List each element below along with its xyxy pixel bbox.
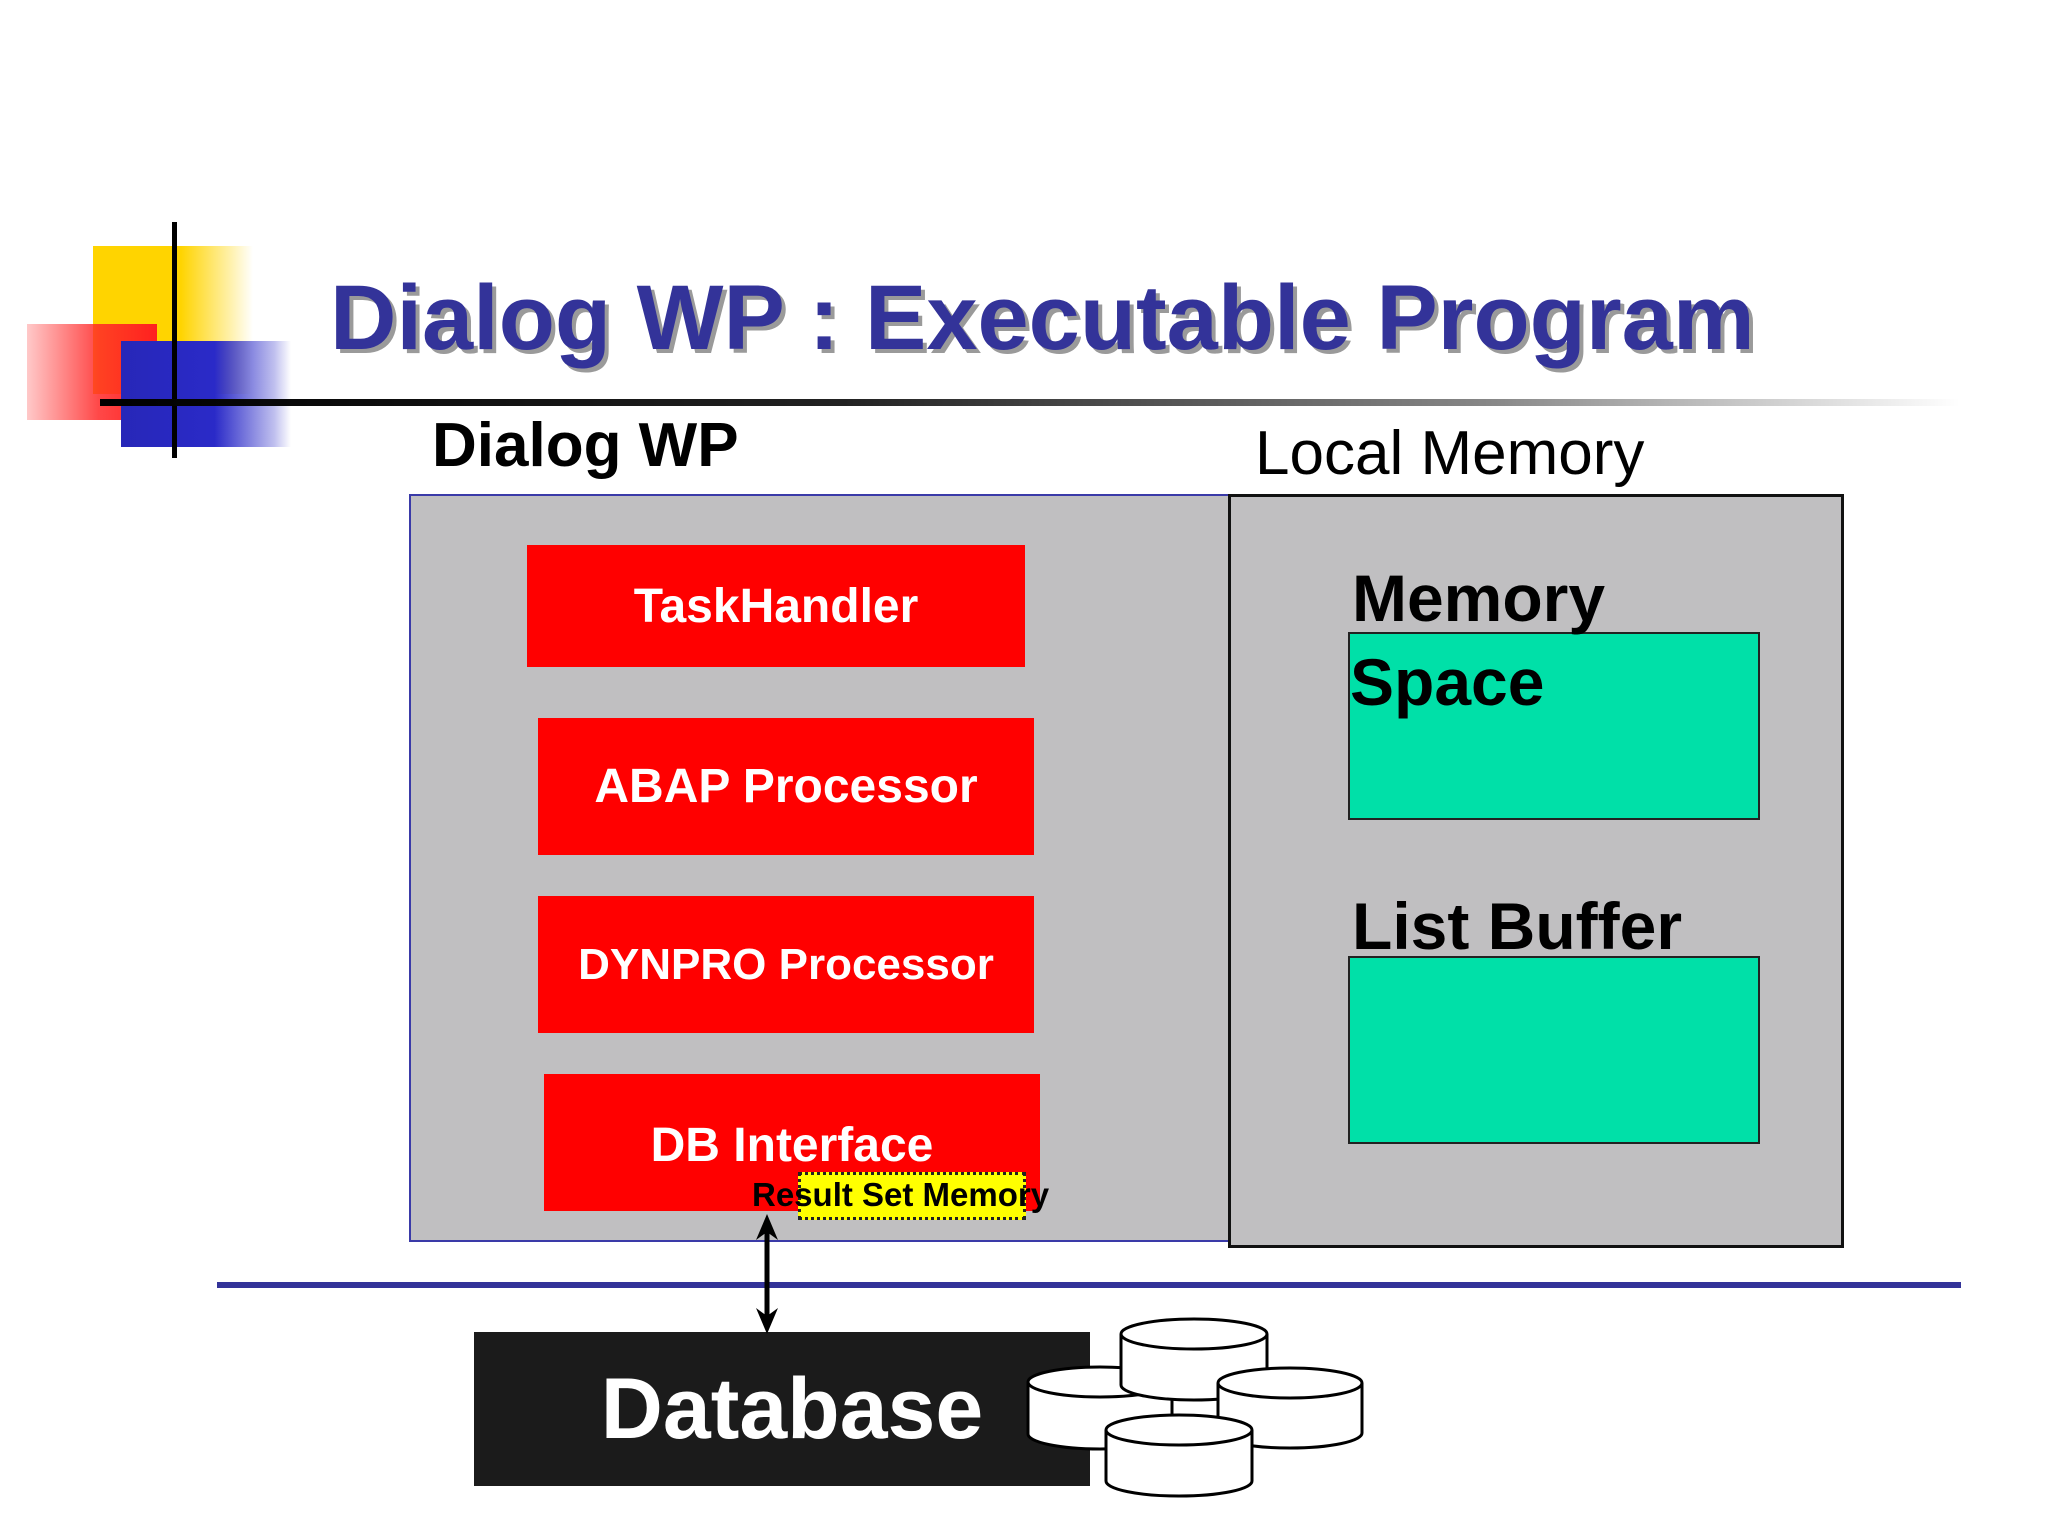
bidirectional-arrow-icon — [756, 1214, 778, 1334]
result-set-memory-box — [798, 1172, 1026, 1220]
horizontal-divider — [217, 1282, 1961, 1288]
cylinder-icon — [1104, 1413, 1254, 1498]
title-underline-rule — [100, 399, 1960, 406]
abap-processor-label: ABAP Processor — [594, 760, 978, 813]
database-box: Database — [474, 1332, 1090, 1486]
list-buffer-box — [1348, 956, 1760, 1144]
abap-processor-box: ABAP Processor — [538, 718, 1034, 855]
decorative-vertical-line — [172, 222, 177, 458]
database-cylinders-icon — [1026, 1317, 1364, 1498]
memory-space-title-line1: Memory — [1352, 561, 1606, 635]
memory-space-title-line2: Space — [1350, 645, 1545, 719]
database-label: Database — [600, 1360, 984, 1457]
dynpro-processor-label: DYNPRO Processor — [578, 939, 994, 989]
slide-title: Dialog WP : Executable Program — [330, 267, 1755, 369]
dialog-wp-label: Dialog WP — [432, 411, 739, 480]
taskhandler-label: TaskHandler — [633, 579, 919, 633]
result-set-memory-label: Result Set Memory — [752, 1176, 1050, 1213]
memory-space-box — [1348, 632, 1760, 820]
taskhandler-box: TaskHandler — [527, 545, 1025, 667]
dynpro-processor-box: DYNPRO Processor — [538, 896, 1034, 1033]
cylinder-icon — [1216, 1366, 1364, 1450]
db-interface-label: DB Interface — [650, 1119, 934, 1172]
decorative-blue-square — [121, 341, 291, 447]
list-buffer-title: List Buffer — [1352, 889, 1682, 963]
local-memory-label: Local Memory — [1255, 419, 1645, 488]
